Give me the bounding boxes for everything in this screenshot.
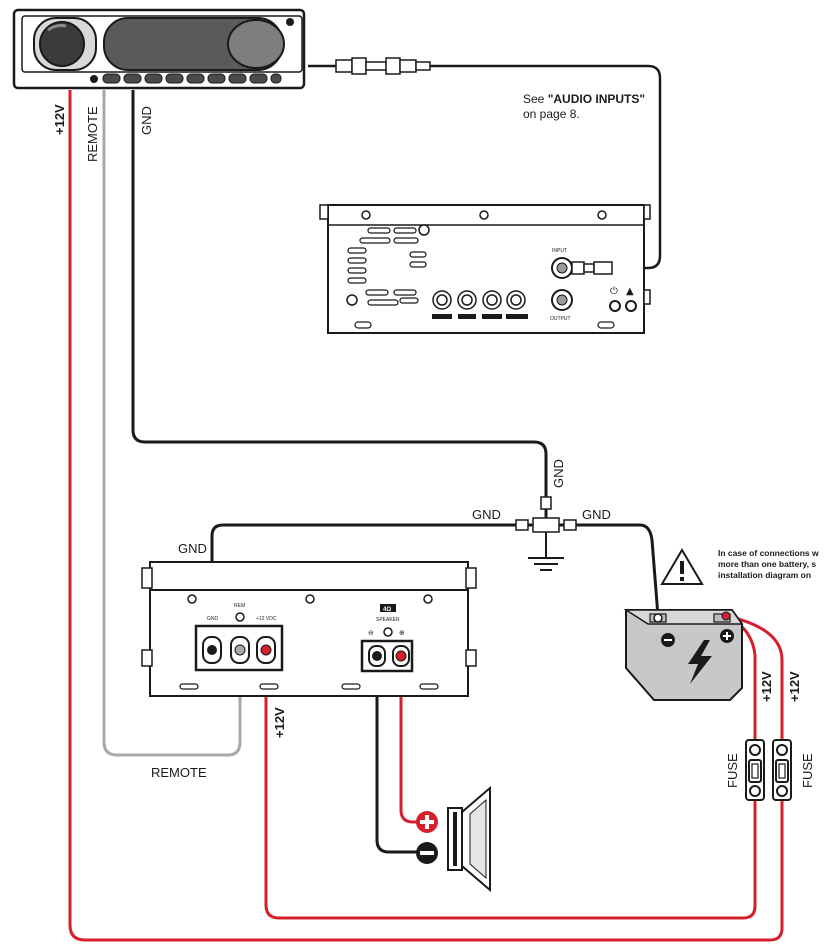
head-unit	[12, 8, 306, 90]
impedance-label: 4Ω	[383, 607, 391, 613]
processor-input-label: INPUT	[552, 248, 567, 254]
audio-inputs-note: See "AUDIO INPUTS" on page 8.	[523, 92, 653, 122]
speaker-minus-icon: ⊖	[368, 629, 374, 637]
processor-knob-icon	[432, 290, 526, 310]
label-fuse-1: FUSE	[725, 753, 740, 788]
wire-remote	[102, 90, 242, 757]
speaker-positive-icon	[416, 811, 438, 833]
label-gnd-left: GND	[472, 507, 501, 522]
power-icon: ⏻	[610, 286, 618, 297]
terminal-12vdc-label: +12 VDC	[256, 616, 277, 622]
processor-output-label: OUTPUT	[550, 316, 571, 322]
label-gnd-junction: GND	[551, 459, 566, 488]
rca-connector-icon	[335, 57, 431, 75]
label-12v-headunit: +12V	[52, 104, 67, 135]
label-gnd-right: GND	[582, 507, 611, 522]
label-fuse-2: FUSE	[800, 753, 815, 788]
wire-gnd-headunit	[131, 90, 548, 497]
ground-junction	[515, 496, 577, 571]
audio-inputs-note-link[interactable]: "AUDIO INPUTS"	[547, 92, 646, 106]
rca-cable	[308, 64, 662, 270]
warning-small-icon: ▲	[626, 286, 634, 297]
audio-inputs-note-prefix: See	[523, 92, 548, 106]
warning-note-line2: more than one battery, s	[718, 559, 817, 569]
wire-12v-amplifier	[264, 650, 757, 920]
volume-knob-icon	[39, 21, 85, 67]
battery-icon	[623, 609, 744, 701]
label-remote-headunit: REMOTE	[85, 106, 100, 162]
speaker-icon	[447, 785, 491, 893]
speaker-label: SPEAKER	[376, 617, 400, 623]
wire-speaker-positive	[399, 657, 418, 824]
lightning-icon	[688, 640, 712, 684]
terminal-rem-label: REM	[234, 603, 245, 609]
ground-symbol-icon	[528, 557, 564, 571]
wire-speaker-negative	[375, 657, 418, 854]
wire-gnd-battery	[564, 523, 660, 617]
wire-12v-headunit	[68, 90, 784, 942]
speaker-negative-icon	[416, 842, 438, 864]
speaker-plus-icon: ⊕	[399, 629, 405, 637]
label-gnd-headunit: GND	[139, 106, 154, 135]
terminal-gnd-label: GND	[207, 616, 219, 622]
warning-note-line3: installation diagram on	[718, 570, 812, 580]
wire-gnd-amplifier	[210, 523, 528, 650]
label-remote-amplifier: REMOTE	[151, 765, 207, 780]
label-gnd-amplifier: GND	[178, 541, 207, 556]
warning-icon	[660, 548, 704, 585]
label-12v-battery-1: +12V	[759, 671, 774, 702]
warning-note: In case of connections w more than one b…	[718, 548, 830, 581]
warning-note-line1: In case of connections w	[718, 548, 819, 558]
amplifier-unit: GND REM +12 VDC 4Ω SPEAKER ⊖ ⊕	[141, 561, 477, 697]
label-12v-amplifier: +12V	[272, 707, 287, 738]
label-12v-battery-2: +12V	[787, 671, 802, 702]
audio-inputs-note-suffix: on page 8.	[523, 107, 580, 121]
processor-unit: INPUT OUTPUT ⏻ ▲	[319, 204, 651, 334]
preset-buttons	[102, 73, 282, 84]
